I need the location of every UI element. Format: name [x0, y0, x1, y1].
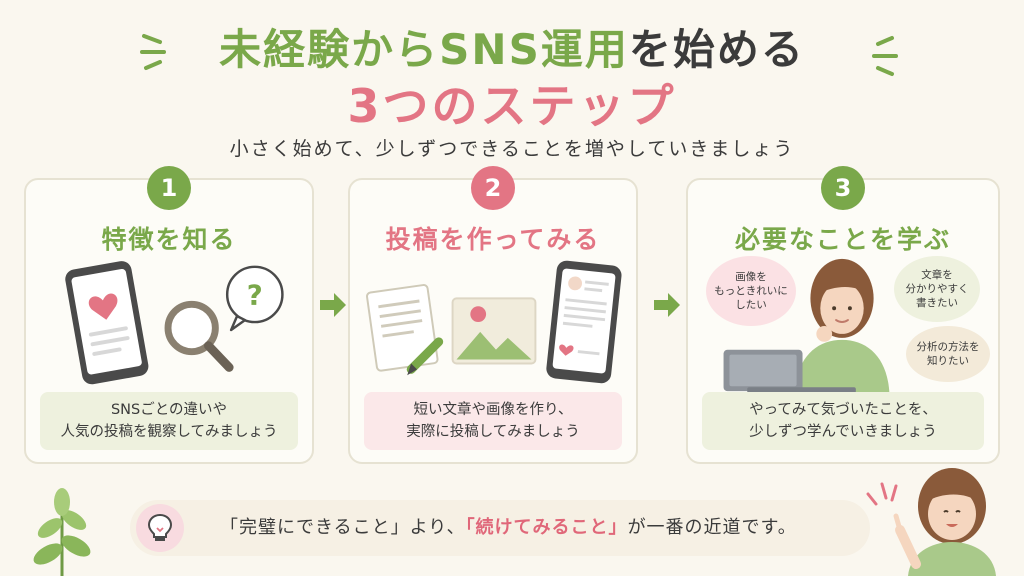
- bottom-message: 「完璧にできること」より、「続けてみること」が一番の近道です。: [220, 500, 797, 556]
- learning-person-illustration: [723, 258, 890, 394]
- step-desc-1: SNSごとの違いや 人気の投稿を観察してみましょう: [40, 392, 298, 450]
- arrow-right-icon: [654, 293, 680, 317]
- thought-bubble-analysis: 分析の方法を 知りたい: [906, 326, 990, 382]
- lightbulb-icon: [136, 504, 184, 552]
- bottom-message-part1: 「完璧にできること」より、: [220, 517, 466, 538]
- thought-bubble-image: 画像を もっときれいに したい: [706, 256, 796, 326]
- pointing-woman-illustration: [866, 468, 996, 576]
- title-part-3: を始める: [628, 25, 805, 74]
- page-title-line2: 3つのステップ: [347, 79, 677, 133]
- title-part-1: 未経験から: [219, 25, 440, 74]
- sparkle-right-icon: [872, 36, 898, 76]
- magnifier-icon: [164, 300, 234, 372]
- bubble-1-line3: したい: [735, 299, 767, 311]
- step-card-3: 3 必要なことを学ぶ 画像を もっときれいに したい 文章を 分かりやすく 書き…: [686, 166, 1000, 464]
- bubble-2-line1: 文章を: [921, 269, 953, 281]
- step-number-1: 1: [147, 166, 191, 210]
- laptop-icon: [723, 349, 856, 394]
- page-title: 未経験からSNS運用を始める: [0, 16, 1024, 77]
- image-icon: [451, 297, 537, 365]
- step-desc-1-line1: SNSごとの違いや: [110, 402, 228, 418]
- plant-icon: [33, 488, 91, 576]
- bubble-2-line2: 分かりやすく: [905, 283, 969, 295]
- bottom-message-highlight: 「続けてみること」: [465, 517, 628, 538]
- post-creation-illustration: [366, 260, 622, 384]
- sparkle-left-icon: [140, 34, 166, 70]
- person-icon: [794, 258, 890, 394]
- step-title-3: 必要なことを学ぶ: [734, 225, 951, 254]
- step-desc-3-line1: やってみて気づいたことを、: [749, 402, 937, 418]
- thought-bubble-writing: 文章を 分かりやすく 書きたい: [894, 256, 980, 322]
- step-desc-2-line2: 実際に投稿してみましょう: [406, 424, 580, 440]
- question-mark: ?: [247, 278, 263, 311]
- bubble-2-line3: 書きたい: [916, 297, 958, 309]
- bubble-1-line1: 画像を: [735, 271, 767, 283]
- step-card-2: 2 投稿を作ってみる: [348, 166, 638, 464]
- page-subtitle: 小さく始めて、少しずつできることを増やしていきましょう: [229, 138, 795, 160]
- bubble-3-line2: 知りたい: [927, 355, 969, 367]
- bubble-3-line1: 分析の方法を: [916, 341, 980, 353]
- step-desc-3-line2: 少しずつ学んでいきましょう: [749, 424, 937, 440]
- phone-magnifier-illustration: ?: [65, 261, 284, 385]
- question-bubble-icon: ?: [225, 265, 284, 332]
- step-number-3: 3: [821, 166, 865, 210]
- bubble-1-line2: もっときれいに: [714, 285, 788, 297]
- pencil-icon: [406, 337, 444, 376]
- phone-icon: [65, 261, 149, 385]
- document-icon: [366, 284, 439, 372]
- bottom-message-bar: 「完璧にできること」より、「続けてみること」が一番の近道です。: [130, 500, 870, 556]
- step-number-2: 2: [471, 166, 515, 210]
- step-desc-3: やってみて気づいたことを、 少しずつ学んでいきましょう: [702, 392, 984, 450]
- arrow-right-icon: [320, 293, 346, 317]
- step-desc-1-line2: 人気の投稿を観察してみましょう: [60, 424, 278, 440]
- bottom-message-part2: が一番の近道です。: [627, 517, 797, 538]
- step-title-1: 特徴を知る: [101, 225, 237, 254]
- phone-icon: [546, 260, 622, 384]
- step-desc-2-line1: 短い文章や画像を作り、: [413, 402, 573, 418]
- step-card-1: 1 特徴を知る ? SNSごとの違いや 人気の投稿を観察してみましょう: [24, 166, 314, 464]
- step-title-2: 投稿を作ってみる: [385, 225, 601, 254]
- step-desc-2: 短い文章や画像を作り、 実際に投稿してみましょう: [364, 392, 622, 450]
- title-part-2: SNS運用: [439, 25, 629, 74]
